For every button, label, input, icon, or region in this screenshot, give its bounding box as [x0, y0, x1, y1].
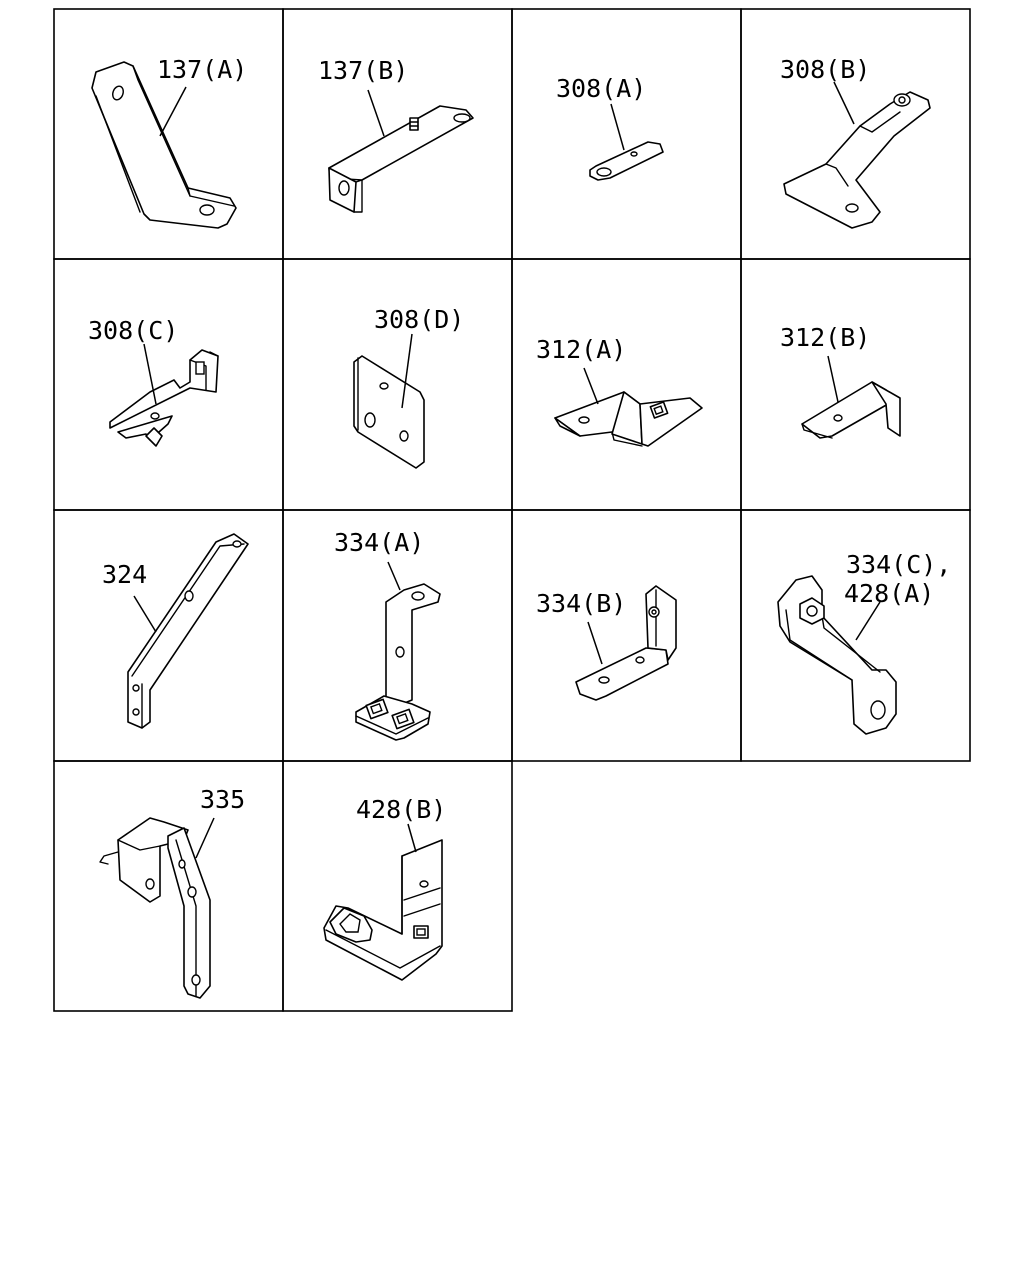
label-308a: 308(A): [556, 74, 646, 103]
bracket-324: [127, 533, 249, 729]
part-334a: 334(A): [334, 528, 441, 741]
label-308d: 308(D): [374, 305, 464, 334]
label-428b: 428(B): [356, 795, 446, 824]
grid-cell-312a: [511, 258, 742, 511]
bracket-312b-flange: [871, 381, 901, 437]
bracket-428b: [323, 839, 443, 981]
grid-cell-308a: [511, 8, 742, 260]
grid-cell-312b: [740, 258, 971, 511]
plate-308d: [353, 355, 425, 469]
bracket-137b-top: [328, 105, 474, 181]
part-308b: 308(B): [780, 55, 931, 229]
label-334a: 334(A): [334, 528, 424, 557]
part-334c-428a: 334(C), 428(A): [777, 550, 951, 735]
bracket-137a: [91, 61, 237, 229]
part-335: 335: [99, 785, 245, 999]
label-335: 335: [200, 785, 245, 814]
bracket-334a: [385, 583, 441, 709]
bracket-312a-high: [639, 397, 703, 447]
part-428b: 428(B): [323, 795, 446, 981]
grid: [53, 8, 971, 1012]
bracket-334b-base: [575, 647, 669, 701]
label-137a: 137(A): [157, 55, 247, 84]
bracket-312b-top: [801, 381, 889, 439]
part-334b: 334(B): [536, 585, 677, 701]
part-137b: 137(B): [318, 56, 474, 213]
bracket-308b: [783, 91, 931, 229]
label-324: 324: [102, 560, 147, 589]
bracket-308c: [109, 349, 219, 429]
part-312b: 312(B): [780, 323, 901, 439]
part-312a: 312(A): [536, 335, 703, 447]
grid-cell-428b: [282, 760, 513, 1012]
label-308b: 308(B): [780, 55, 870, 84]
grid-cell-334c: [740, 509, 971, 762]
label-312b: 312(B): [780, 323, 870, 352]
part-137a: 137(A): [91, 55, 247, 229]
part-324: 324: [102, 533, 249, 729]
label-137b: 137(B): [318, 56, 408, 85]
part-308a: 308(A): [556, 74, 664, 181]
part-308d: 308(D): [353, 305, 464, 469]
label-312a: 312(A): [536, 335, 626, 364]
label-334c: 334(C),: [846, 550, 951, 579]
grid-cell-335: [53, 760, 284, 1012]
grid-cell-334b: [511, 509, 742, 762]
label-428a: 428(A): [844, 579, 934, 608]
bracket-334b-flange: [645, 585, 677, 661]
label-334b: 334(B): [536, 589, 626, 618]
part-308c: 308(C): [88, 316, 219, 447]
label-308c: 308(C): [88, 316, 178, 345]
bracket-335-strap: [167, 827, 211, 999]
